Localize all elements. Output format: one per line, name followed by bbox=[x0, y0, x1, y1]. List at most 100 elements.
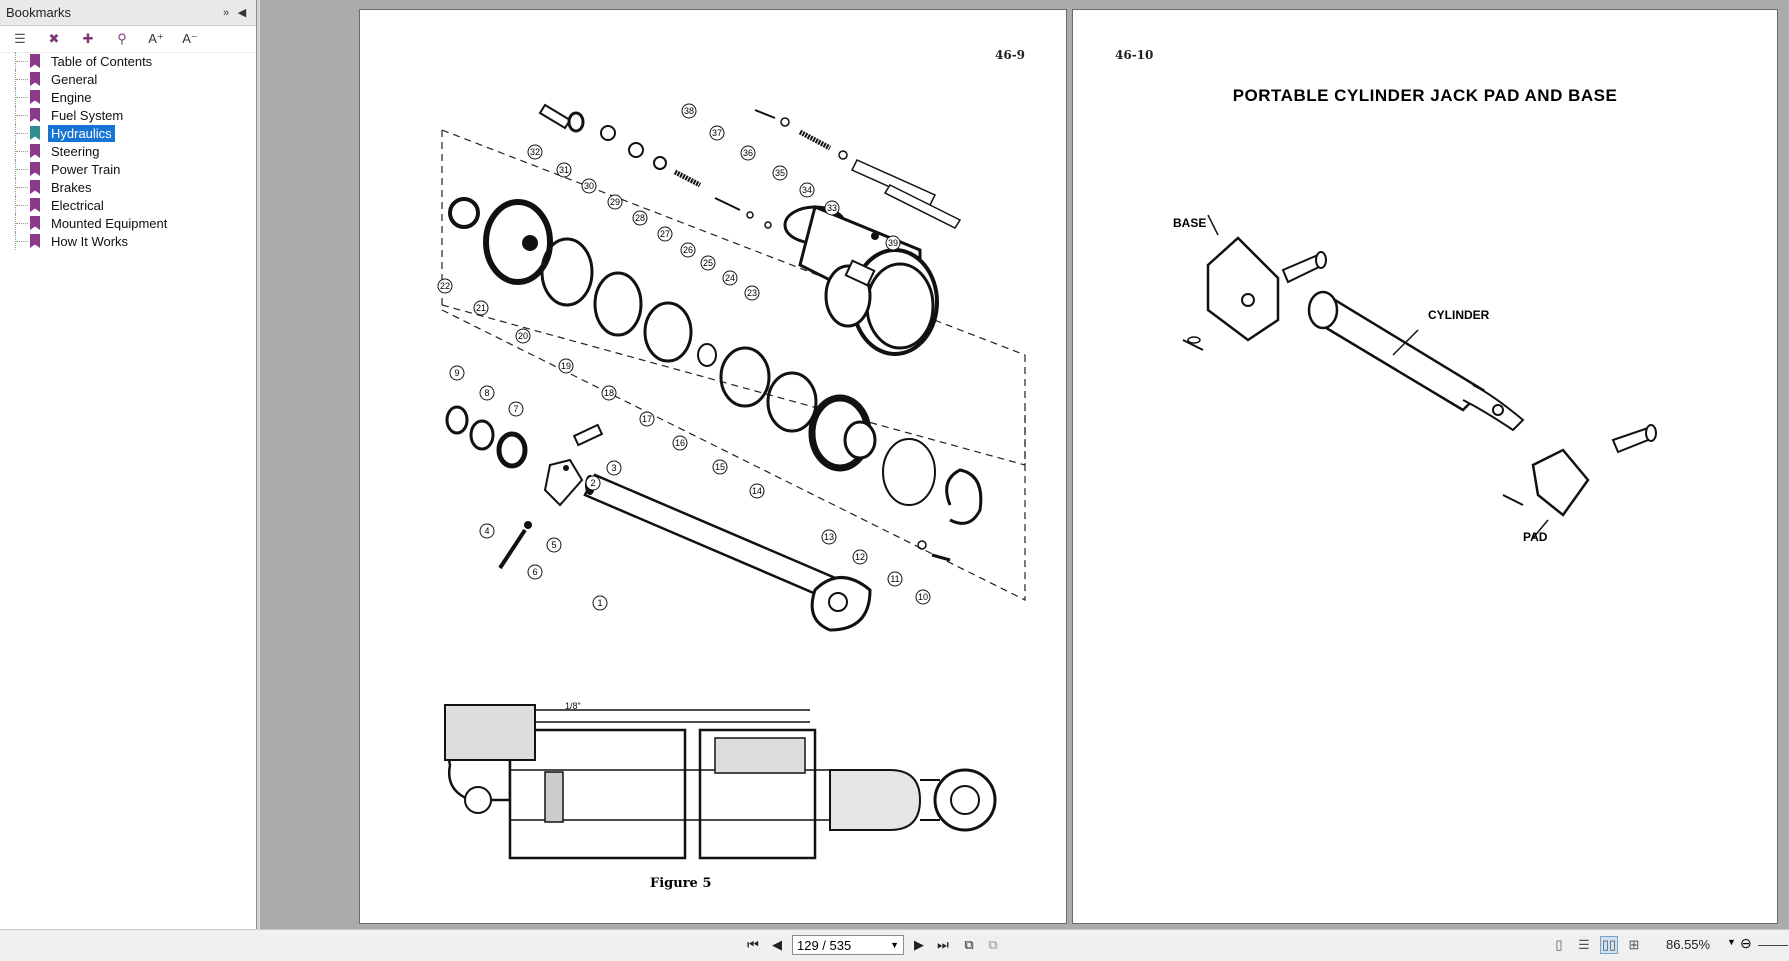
page-indicator: 129 / 535 bbox=[797, 937, 852, 953]
callout-14: 14 bbox=[749, 483, 765, 499]
svg-text:13: 13 bbox=[824, 532, 834, 542]
zoom-level[interactable]: 86.55% bbox=[1666, 937, 1711, 952]
svg-text:32: 32 bbox=[530, 147, 540, 157]
bookmark-mounted-equipment[interactable]: Mounted Equipment bbox=[0, 214, 256, 232]
bookmark-table-of-contents[interactable]: Table of Contents bbox=[0, 52, 256, 70]
two-page-view-icon[interactable]: ▯▯ bbox=[1600, 936, 1618, 954]
decrease-text-icon[interactable]: A⁻ bbox=[182, 31, 198, 46]
retainer-12 bbox=[945, 468, 983, 525]
bookmark-label: Steering bbox=[51, 143, 100, 159]
callout-2: 2 bbox=[585, 475, 601, 491]
callout-36: 36 bbox=[740, 145, 756, 161]
svg-text:39: 39 bbox=[888, 238, 898, 248]
bookmark-icon bbox=[30, 180, 40, 194]
callout-35: 35 bbox=[772, 165, 788, 181]
bookmark-label: Brakes bbox=[51, 179, 92, 195]
svg-text:20: 20 bbox=[518, 331, 528, 341]
callout-19: 19 bbox=[558, 358, 574, 374]
svg-text:27: 27 bbox=[660, 229, 670, 239]
callout-17: 17 bbox=[639, 411, 655, 427]
bookmark-icon bbox=[30, 54, 40, 68]
bookmark-list: Table of Contents General Engine Fuel Sy… bbox=[0, 52, 256, 250]
svg-text:12: 12 bbox=[855, 552, 865, 562]
callout-29: 29 bbox=[607, 194, 623, 210]
bookmark-steering[interactable]: Steering bbox=[0, 142, 256, 160]
bookmark-how-it-works[interactable]: How It Works bbox=[0, 232, 256, 250]
find-bookmark-icon[interactable]: ⚲ bbox=[117, 31, 127, 46]
bookmark-label: How It Works bbox=[51, 233, 129, 249]
svg-text:4: 4 bbox=[484, 526, 489, 536]
base-part bbox=[1206, 236, 1280, 342]
svg-text:28: 28 bbox=[635, 213, 645, 223]
panel-splitter[interactable] bbox=[257, 0, 260, 929]
navigation-bar: ⏮ ◀ 129 / 535 ▼ ▶ ⏭ ⧉ ⧉ ▯ ☰ ▯▯ ⊞ 86.55% … bbox=[0, 929, 1789, 961]
callout-30: 30 bbox=[581, 178, 597, 194]
bookmark-label: Engine bbox=[51, 89, 92, 105]
new-bookmark-icon[interactable]: ✚ bbox=[82, 31, 94, 46]
page-dropdown-icon[interactable]: ▼ bbox=[890, 940, 899, 950]
bookmark-options-icon[interactable]: ☰ bbox=[14, 31, 26, 46]
bookmark-fuel-system[interactable]: Fuel System bbox=[0, 106, 256, 124]
exploded-view-diagram: 1 2 3 4 5 6 7 8 9 10 11 12 13 14 15 16 1… bbox=[437, 103, 1026, 860]
continuous-view-icon[interactable]: ☰ bbox=[1578, 937, 1590, 952]
svg-text:22: 22 bbox=[440, 281, 450, 291]
two-page-continuous-view-icon[interactable]: ⊞ bbox=[1628, 937, 1640, 952]
bookmark-hydraulics[interactable]: Hydraulics bbox=[0, 124, 256, 142]
callout-18: 18 bbox=[601, 385, 617, 401]
page-title: PORTABLE CYLINDER JACK PAD AND BASE bbox=[1232, 86, 1618, 105]
previous-view-icon[interactable]: ⧉ bbox=[964, 937, 974, 952]
next-page-icon[interactable]: ▶ bbox=[914, 937, 924, 952]
svg-text:29: 29 bbox=[610, 197, 620, 207]
page-number-input[interactable]: 129 / 535 ▼ bbox=[792, 935, 904, 955]
next-view-icon[interactable]: ⧉ bbox=[988, 937, 998, 952]
zoom-slider[interactable] bbox=[1758, 945, 1788, 946]
collapse-panel-icon[interactable]: ◀ bbox=[237, 7, 247, 19]
document-page-left: 46-9 bbox=[359, 9, 1067, 924]
bookmark-label: General bbox=[51, 71, 98, 87]
callout-38: 38 bbox=[681, 103, 697, 119]
first-page-icon[interactable]: ⏮ bbox=[747, 937, 759, 952]
bookmark-icon bbox=[30, 72, 40, 86]
callout-32: 32 bbox=[527, 144, 543, 160]
small-parts bbox=[445, 103, 962, 570]
svg-text:14: 14 bbox=[752, 486, 762, 496]
bookmark-brakes[interactable]: Brakes bbox=[0, 178, 256, 196]
bookmarks-header: Bookmarks » ◀ bbox=[0, 0, 256, 26]
cylinder-label: CYLINDER bbox=[1428, 308, 1490, 322]
bookmark-power-train[interactable]: Power Train bbox=[0, 160, 256, 178]
last-page-icon[interactable]: ⏭ bbox=[937, 937, 949, 952]
cylinder-body bbox=[783, 204, 939, 356]
svg-text:8: 8 bbox=[484, 388, 489, 398]
pad-label: PAD bbox=[1523, 530, 1548, 544]
expand-panel-icon[interactable]: » bbox=[222, 6, 230, 19]
bookmarks-toolbar: ☰ ✖ ✚ ⚲ A⁺ A⁻ bbox=[0, 26, 256, 53]
increase-text-icon[interactable]: A⁺ bbox=[148, 31, 164, 46]
bookmark-label: Hydraulics bbox=[48, 124, 115, 142]
zoom-out-icon[interactable]: ⊖ bbox=[1740, 935, 1752, 951]
svg-text:36: 36 bbox=[743, 148, 753, 158]
bookmark-electrical[interactable]: Electrical bbox=[0, 196, 256, 214]
bookmark-engine[interactable]: Engine bbox=[0, 88, 256, 106]
svg-text:18: 18 bbox=[604, 388, 614, 398]
svg-text:5: 5 bbox=[551, 540, 556, 550]
callout-26: 26 bbox=[680, 242, 696, 258]
svg-text:17: 17 bbox=[642, 414, 652, 424]
single-page-view-icon[interactable]: ▯ bbox=[1555, 937, 1563, 952]
callout-23: 23 bbox=[744, 285, 760, 301]
callout-15: 15 bbox=[712, 459, 728, 475]
callout-37: 37 bbox=[709, 125, 725, 141]
callout-33: 33 bbox=[824, 200, 840, 216]
bookmarks-title: Bookmarks bbox=[6, 5, 72, 20]
callout-markers: 1 2 3 4 5 6 7 8 9 10 11 12 13 14 15 16 1… bbox=[437, 103, 931, 611]
zoom-dropdown-icon[interactable]: ▼ bbox=[1727, 937, 1736, 947]
ring-15 bbox=[766, 371, 818, 433]
delete-bookmark-icon[interactable]: ✖ bbox=[48, 31, 60, 46]
callout-13: 13 bbox=[821, 529, 837, 545]
callout-10: 10 bbox=[915, 589, 931, 605]
svg-text:23: 23 bbox=[747, 288, 757, 298]
previous-page-icon[interactable]: ◀ bbox=[772, 937, 782, 952]
bookmark-icon bbox=[30, 198, 40, 212]
jack-assembly-diagram bbox=[1182, 214, 1657, 539]
bookmark-general[interactable]: General bbox=[0, 70, 256, 88]
bookmark-icon bbox=[30, 126, 40, 140]
